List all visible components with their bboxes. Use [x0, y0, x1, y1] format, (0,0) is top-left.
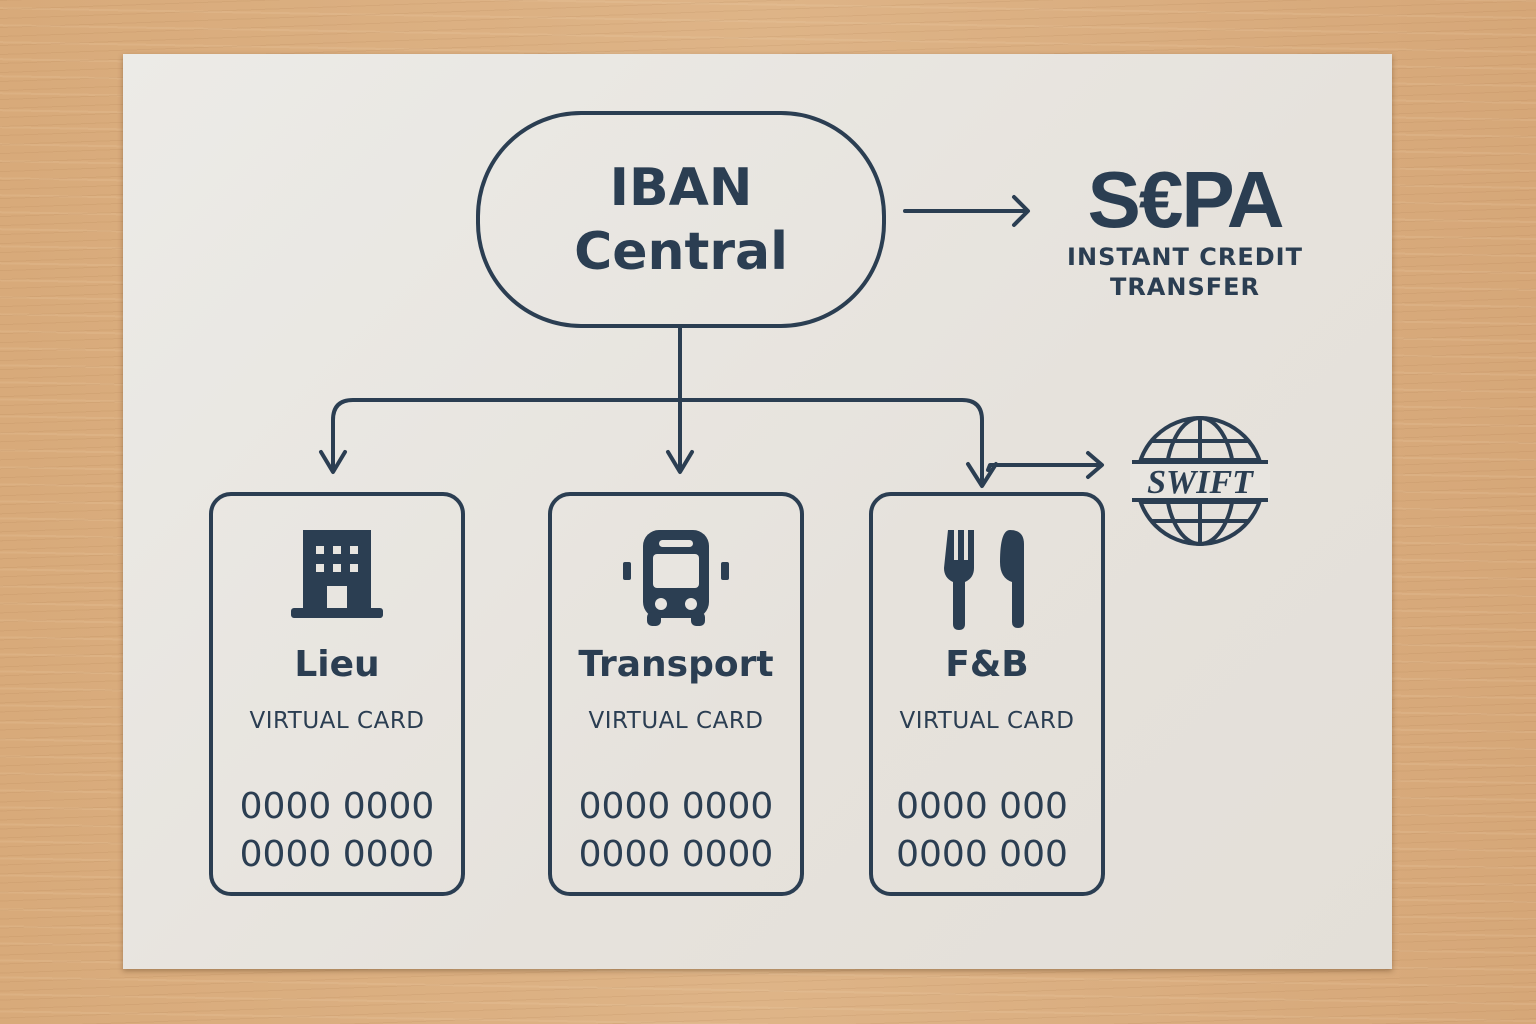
card-title: F&B	[945, 644, 1029, 685]
iban-central-line1: IBAN	[609, 157, 753, 218]
paper-sheet	[123, 54, 1392, 969]
card-number-line1: 0000 0000	[239, 786, 435, 827]
card-subtitle: VIRTUAL CARD	[588, 708, 764, 734]
swift-label: SWIFT	[1147, 464, 1254, 501]
iban-central-node: IBAN Central	[476, 111, 886, 328]
card-number-line2: 0000 0000	[239, 834, 435, 875]
card-number-line2: 0000 000	[896, 834, 1068, 875]
card-number-line2: 0000 0000	[578, 834, 774, 875]
sepa-subtitle-line1: INSTANT CREDIT	[1067, 243, 1303, 271]
card-subtitle: VIRTUAL CARD	[249, 708, 425, 734]
bus-icon	[623, 530, 729, 626]
sepa-logo: S€PA INSTANT CREDIT TRANSFER	[1060, 158, 1310, 302]
fork-knife-icon	[944, 530, 1024, 630]
card-number-line1: 0000 000	[896, 786, 1068, 827]
building-icon	[291, 530, 383, 618]
card-subtitle: VIRTUAL CARD	[899, 708, 1075, 734]
sepa-wordmark: S€PA	[1087, 155, 1284, 244]
card-title: Lieu	[294, 644, 380, 685]
swift-globe-icon: SWIFT	[1130, 416, 1270, 546]
virtual-card-fb: F&B VIRTUAL CARD 0000 000 0000 000	[869, 492, 1105, 896]
card-number-line1: 0000 0000	[578, 786, 774, 827]
sepa-subtitle-line2: TRANSFER	[1109, 273, 1261, 301]
virtual-card-lieu: Lieu VIRTUAL CARD 0000 0000 0000 0000	[209, 492, 465, 896]
card-title: Transport	[578, 644, 774, 685]
virtual-card-transport: Transport VIRTUAL CARD 0000 0000 0000 00…	[548, 492, 804, 896]
iban-central-line2: Central	[574, 221, 788, 282]
